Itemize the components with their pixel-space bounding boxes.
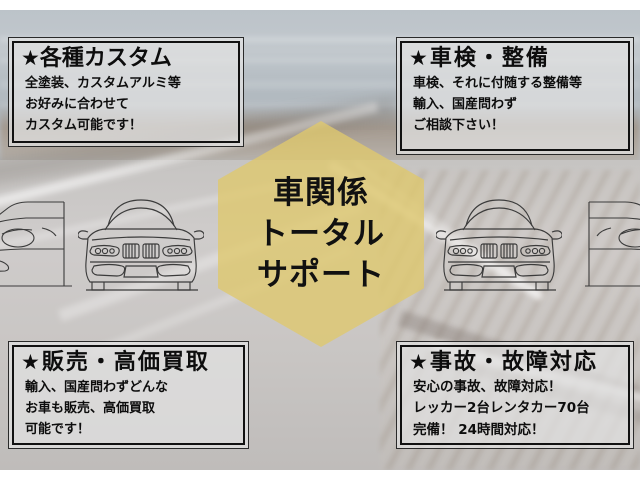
feature-box-inspection-title: ★車検・整備 [409,46,621,72]
body-line: カスタム可能です！ [25,117,143,133]
body-line: レッカー2台レンタカー70台 [413,400,590,417]
hex-line-3: サポート [257,256,385,293]
sea-streak [0,36,640,43]
feature-box-accident-body: 安心の事故、故障対応！ レッカー2台レンタカー70台 完備！ 24時間対応！ [409,377,621,443]
feature-box-inspection-inner: ★車検・整備 車検、それに付随する整備等 輸入、国産問わず ご相談下さい！ [400,41,630,151]
title-text: 各種カスタム [39,46,172,71]
car-illustration-right-main [436,192,562,302]
body-line: 全塗装、カスタムアルミ等 [25,75,181,91]
sea-streak [0,102,640,108]
car-illustration-right-partial [585,168,640,298]
feature-box-accident-inner: ★事故・故障対応 安心の事故、故障対応！ レッカー2台レンタカー70台 完備！ … [400,345,630,445]
body-line: ご相談下さい！ [413,117,505,133]
body-line: 安心の事故、故障対応！ [413,378,562,395]
body-line: お好みに合わせて [25,96,130,112]
feature-box-custom: ★各種カスタム 全塗装、カスタムアルミ等 お好みに合わせて カスタム可能です！ [8,37,244,147]
title-text: 事故・故障対応 [429,350,598,375]
letterbox-bottom [0,470,640,480]
feature-box-sales-title: ★販売・高価買取 [21,350,236,376]
feature-box-inspection-body: 車検、それに付随する整備等 輸入、国産問わず ご相談下さい！ [409,73,621,136]
star-icon: ★ [21,350,42,374]
center-hexagon-text: 車関係 トータル サポート [218,121,424,347]
body-line: 輸入、国産問わず [413,96,518,112]
letterbox-top [0,0,640,10]
body-line: 完備！ 24時間対応！ [413,422,545,439]
feature-box-sales-body: 輸入、国産問わずどんな お車も販売、高価買取 可能です！ [21,377,236,440]
title-text: 車検・整備 [429,46,550,71]
feature-box-custom-body: 全塗装、カスタムアルミ等 お好みに合わせて カスタム可能です！ [21,73,231,136]
body-line: お車も販売、高価買取 [25,400,156,416]
car-illustration-left-main [78,192,204,302]
body-line: 車検、それに付随する整備等 [413,75,583,91]
title-text: 販売・高価買取 [41,350,210,375]
sea-streak [0,80,640,89]
body-line: 輸入、国産問わずどんな [25,379,169,395]
hex-line-1: 車関係 [273,174,369,211]
hex-line-2: トータル [257,215,385,252]
feature-box-inspection: ★車検・整備 車検、それに付随する整備等 輸入、国産問わず ご相談下さい！ [396,37,634,155]
feature-box-custom-inner: ★各種カスタム 全塗装、カスタムアルミ等 お好みに合わせて カスタム可能です！ [12,41,240,143]
feature-box-accident: ★事故・故障対応 安心の事故、故障対応！ レッカー2台レンタカー70台 完備！ … [396,341,634,449]
feature-box-sales: ★販売・高価買取 輸入、国産問わずどんな お車も販売、高価買取 可能です！ [8,341,249,449]
feature-box-custom-title: ★各種カスタム [21,46,231,72]
star-icon: ★ [21,46,40,70]
star-icon: ★ [409,350,430,374]
body-line: 可能です！ [25,421,91,437]
car-illustration-left-partial [0,168,82,298]
star-icon: ★ [409,46,430,70]
feature-box-sales-inner: ★販売・高価買取 輸入、国産問わずどんな お車も販売、高価買取 可能です！ [12,345,245,445]
sea-streak [0,58,640,63]
feature-box-accident-title: ★事故・故障対応 [409,350,621,376]
